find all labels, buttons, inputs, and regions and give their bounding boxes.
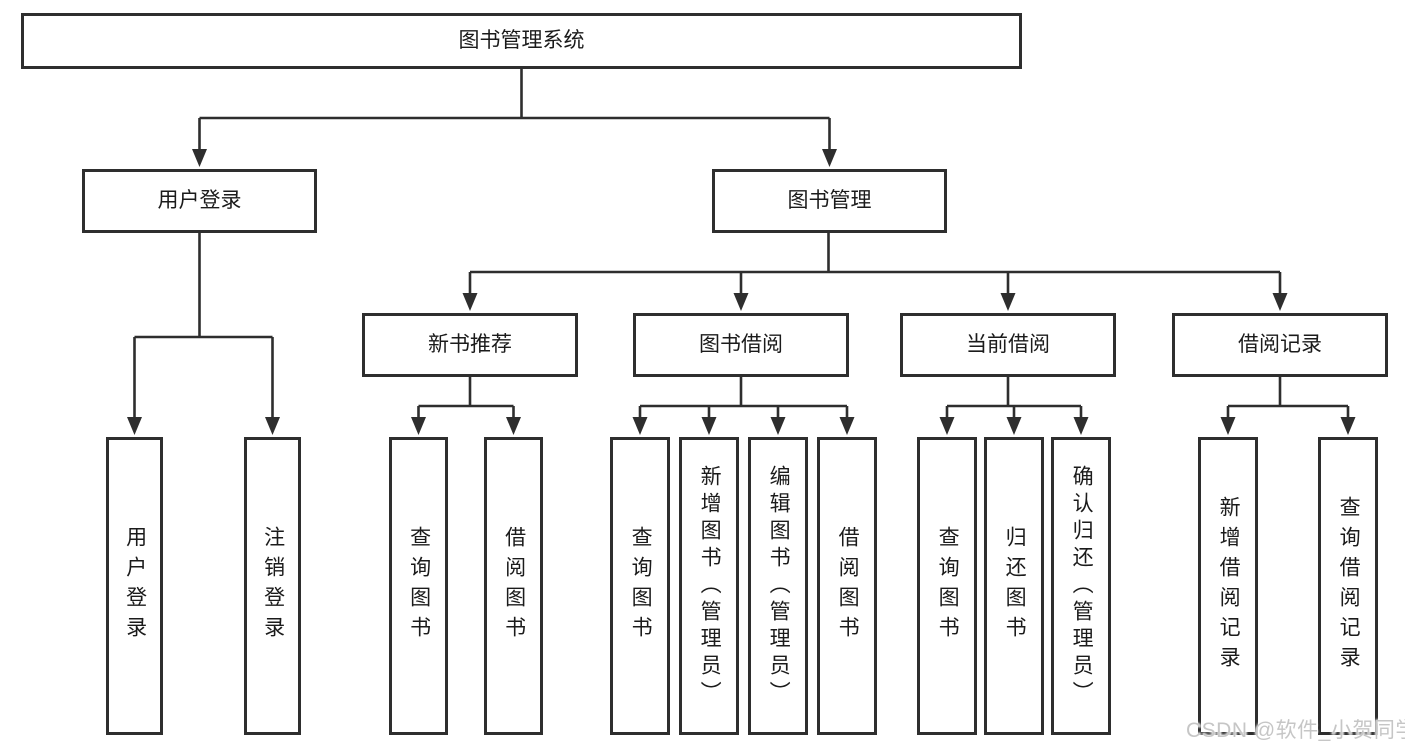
leaf-bb-borrow-books: 借阅图书: [817, 437, 877, 735]
node-user-login: 用户登录: [82, 169, 317, 233]
leaf-nb-query-books: 查询图书: [389, 437, 448, 735]
leaf-bb-borrow-books-label: 借阅图书: [836, 526, 860, 646]
leaf-bb-edit-books-admin-label: 编辑图书（管理员）: [767, 464, 791, 708]
leaf-nb-query-books-label: 查询图书: [407, 526, 431, 646]
node-borrow-records: 借阅记录: [1172, 313, 1388, 377]
node-user-login-label: 用户登录: [157, 188, 242, 212]
leaf-user-login: 用户登录: [106, 437, 163, 735]
node-root: 图书管理系统: [21, 13, 1022, 69]
node-book-borrow: 图书借阅: [633, 313, 849, 377]
leaf-br-add-record: 新增借阅记录: [1198, 437, 1258, 735]
connector-book-mgmt-to-level3: [468, 233, 1282, 296]
leaf-br-add-record-label: 新增借阅记录: [1217, 496, 1241, 676]
node-book-management: 图书管理: [712, 169, 947, 233]
node-new-book-recommend-label: 新书推荐: [428, 332, 512, 356]
node-root-label: 图书管理系统: [458, 28, 585, 52]
arrowheads: [127, 149, 1356, 435]
leaf-br-query-record-label: 查询借阅记录: [1337, 496, 1361, 676]
connector-borrow-records-to-leaves: [1226, 377, 1350, 420]
leaf-cb-confirm-return-admin: 确认归还（管理员）: [1051, 437, 1111, 735]
leaf-bb-add-books-admin: 新增图书（管理员）: [679, 437, 739, 735]
node-current-borrow-label: 当前借阅: [966, 332, 1050, 356]
connector-new-book-to-leaves: [417, 377, 515, 420]
leaf-br-query-record: 查询借阅记录: [1318, 437, 1378, 735]
leaf-bb-query-books: 查询图书: [610, 437, 670, 735]
leaf-bb-edit-books-admin: 编辑图书（管理员）: [748, 437, 808, 735]
connector-user-login-to-leaves: [133, 233, 274, 420]
leaf-bb-query-books-label: 查询图书: [629, 526, 653, 646]
leaf-logout-label: 注销登录: [261, 526, 285, 646]
csdn-watermark: CSDN @软件_小贺同学: [1186, 719, 1405, 742]
node-book-management-label: 图书管理: [787, 188, 872, 212]
connector-root-to-level2: [198, 69, 831, 152]
leaf-cb-return-books-label: 归还图书: [1003, 526, 1027, 646]
leaf-cb-query-books-label: 查询图书: [936, 526, 960, 646]
leaf-nb-borrow-books: 借阅图书: [484, 437, 543, 735]
connector-current-borrow-to-leaves: [945, 377, 1083, 420]
node-new-book-recommend: 新书推荐: [362, 313, 578, 377]
leaf-cb-return-books: 归还图书: [984, 437, 1044, 735]
leaf-cb-confirm-return-admin-label: 确认归还（管理员）: [1070, 464, 1094, 708]
node-borrow-records-label: 借阅记录: [1238, 332, 1322, 356]
leaf-bb-add-books-admin-label: 新增图书（管理员）: [698, 464, 722, 708]
leaf-user-login-label: 用户登录: [123, 526, 147, 646]
leaf-logout: 注销登录: [244, 437, 301, 735]
node-current-borrow: 当前借阅: [900, 313, 1116, 377]
leaf-nb-borrow-books-label: 借阅图书: [502, 526, 526, 646]
node-book-borrow-label: 图书借阅: [699, 332, 783, 356]
leaf-cb-query-books: 查询图书: [917, 437, 977, 735]
connector-book-borrow-to-leaves: [638, 377, 849, 420]
